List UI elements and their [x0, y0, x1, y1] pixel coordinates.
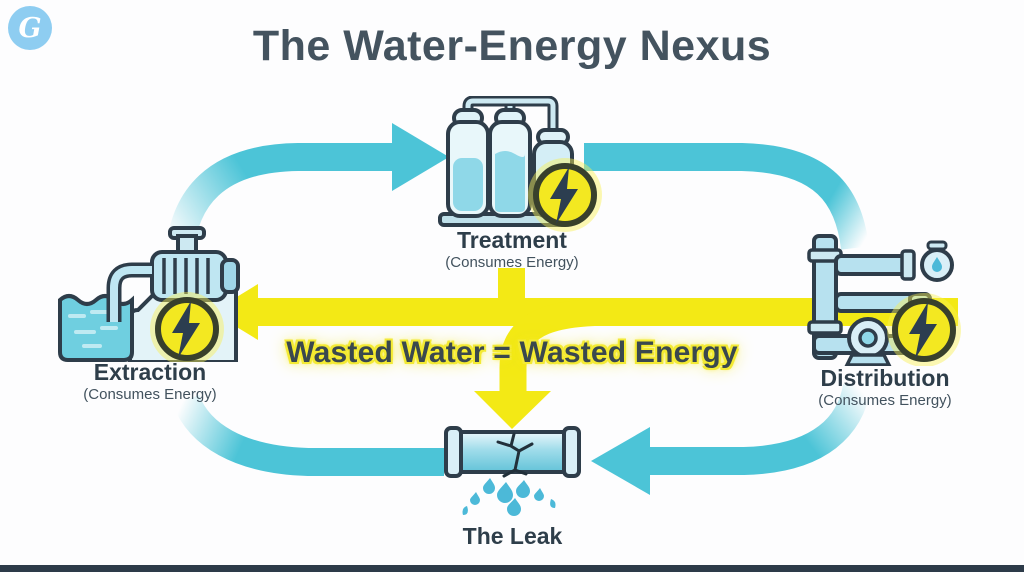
distribution-sublabel: (Consumes Energy) — [818, 392, 952, 410]
cycle-band-treatment-to-distribution — [584, 143, 869, 250]
page-title: The Water-Energy Nexus — [252, 22, 772, 70]
energy-bolt-icon — [887, 293, 961, 366]
brand-logo: G — [8, 6, 52, 50]
pipe-network-icon — [807, 234, 961, 366]
energy-bolt-icon — [528, 158, 602, 232]
waste-curve-down — [499, 298, 621, 394]
node-distribution: Distribution (Consumes Energy) — [790, 226, 980, 409]
extraction-label: Extraction — [93, 359, 207, 385]
cracked-leaking-pipe-icon — [444, 426, 581, 516]
water-drops — [462, 478, 556, 516]
node-treatment: Treatment (Consumes Energy) — [402, 96, 622, 271]
waste-arrowhead-down — [474, 391, 551, 429]
treatment-tanks-icon — [438, 96, 602, 232]
treatment-sublabel: (Consumes Energy) — [445, 254, 579, 272]
center-message: Wasted Water = Wasted Energy — [286, 336, 738, 369]
node-leak: The Leak — [430, 422, 595, 548]
extraction-sublabel: (Consumes Energy) — [83, 386, 217, 404]
treatment-label: Treatment — [457, 227, 567, 253]
leak-label: The Leak — [462, 523, 563, 549]
distribution-label: Distribution — [820, 365, 950, 391]
water-pump-icon — [58, 226, 240, 362]
node-extraction: Extraction (Consumes Energy) — [40, 226, 260, 403]
brand-logo-glyph: G — [18, 12, 42, 44]
bottom-bar — [0, 565, 1024, 572]
energy-bolt-icon — [150, 292, 224, 362]
cycle-arrow-distribution-to-leak — [591, 383, 871, 495]
cycle-band-leak-to-extraction — [172, 394, 444, 476]
